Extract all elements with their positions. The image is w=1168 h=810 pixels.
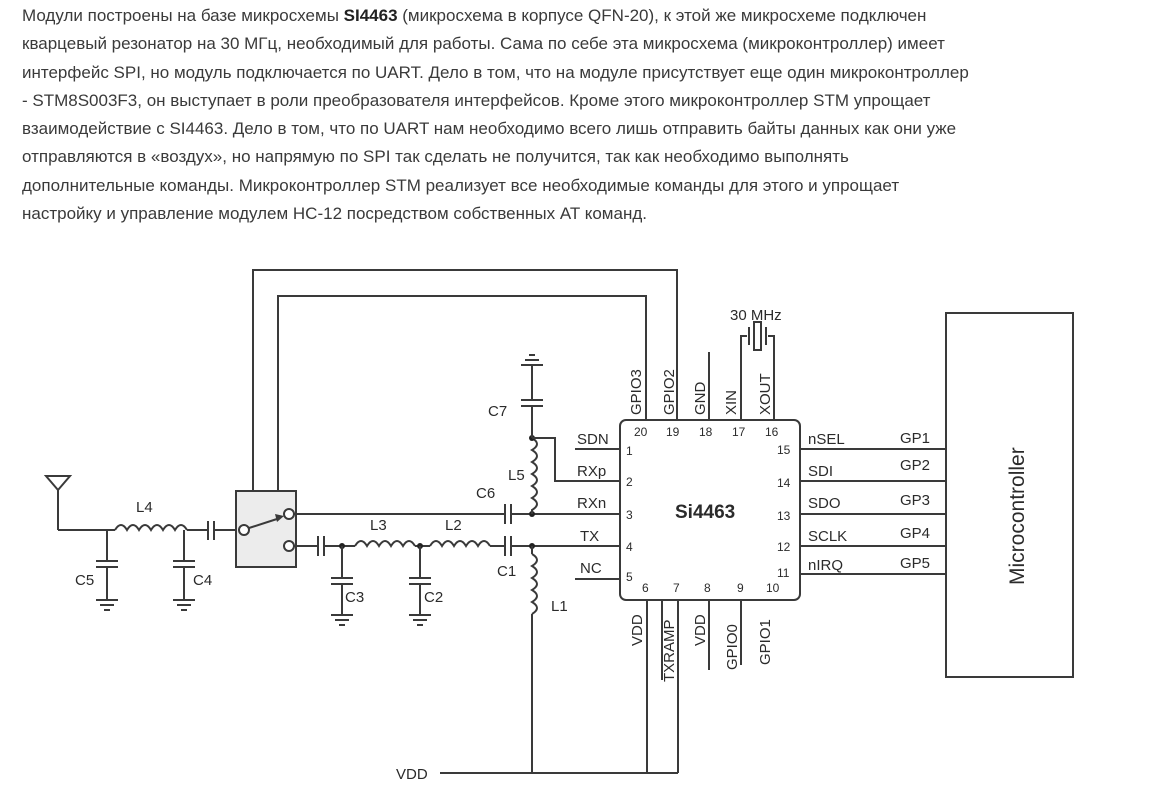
inductor-L5 xyxy=(530,437,538,514)
article-line: - STM8S003F3, он выступает в роли преобр… xyxy=(22,90,931,110)
pin-gpio2: GPIO2 xyxy=(661,369,678,415)
pin-nirq: nIRQ xyxy=(808,557,843,574)
ground-icon xyxy=(409,614,431,626)
mcu-gp4: GP4 xyxy=(900,525,930,542)
article-line: дополнительные команды. Микроконтроллер … xyxy=(22,175,900,195)
capacitor-C5 xyxy=(96,530,118,600)
pin-num: 3 xyxy=(626,508,633,522)
chip-name-bold: SI4463 xyxy=(343,6,398,25)
capacitor-C2 xyxy=(409,546,431,615)
crystal-icon xyxy=(748,321,767,351)
chip-name: Si4463 xyxy=(675,502,735,523)
pin-num: 11 xyxy=(777,566,790,580)
article-line: взаимодействие с SI4463. Дело в том, что… xyxy=(22,119,957,139)
pin-num: 4 xyxy=(626,540,633,554)
capacitor-C7 xyxy=(521,399,543,407)
pin-sclk: SCLK xyxy=(808,528,847,545)
label-L3: L3 xyxy=(370,517,387,534)
article-line: настройку и управление модулем HC-12 пос… xyxy=(22,204,647,224)
pin-num: 6 xyxy=(642,581,649,595)
mcu-gp2: GP2 xyxy=(900,457,930,474)
pin-gpio1: GPIO1 xyxy=(757,619,774,665)
article-line: кварцевый резонатор на 30 МГц, необходим… xyxy=(22,34,945,54)
wire-gpio3 xyxy=(277,295,647,491)
mcu-gp1: GP1 xyxy=(900,430,930,447)
pin-num: 18 xyxy=(699,425,713,439)
label-L2: L2 xyxy=(445,517,462,534)
pin-num: 8 xyxy=(704,581,711,595)
pin-num: 7 xyxy=(673,581,680,595)
pin-tx: TX xyxy=(580,528,599,545)
pin-sdi: SDI xyxy=(808,463,833,480)
pin-vdd-6: VDD xyxy=(629,614,646,646)
label-L4: L4 xyxy=(136,499,153,516)
label-C4: C4 xyxy=(193,572,212,589)
label-L5: L5 xyxy=(508,467,525,484)
inductor-L1 xyxy=(530,553,538,615)
label-C2: C2 xyxy=(424,589,443,606)
article-line: отправляются в «воздух», но напрямую по … xyxy=(22,147,849,167)
pin-vdd-8: VDD xyxy=(692,614,709,646)
pin-num: 10 xyxy=(766,581,780,595)
capacitor-C6 xyxy=(504,504,512,524)
label-C6: C6 xyxy=(476,485,495,502)
wire-gpio2 xyxy=(252,269,678,491)
pin-num: 14 xyxy=(777,476,791,490)
pin-xin: XIN xyxy=(723,390,740,415)
article-text: Модули построены на базе микросхемы SI44… xyxy=(22,2,1162,228)
label-L1: L1 xyxy=(551,598,568,615)
pin-num: 17 xyxy=(732,425,746,439)
label-C5: C5 xyxy=(75,572,94,589)
pin-nsel: nSEL xyxy=(808,431,845,448)
crystal-label: 30 MHz xyxy=(730,307,782,324)
pin-xout: XOUT xyxy=(757,373,774,415)
ground-icon xyxy=(173,599,195,611)
mcu-gp5: GP5 xyxy=(900,555,930,572)
pin-rxn: RXn xyxy=(577,495,606,512)
pin-sdn: SDN xyxy=(577,431,609,448)
pin-num: 19 xyxy=(666,425,680,439)
antenna-icon xyxy=(43,475,73,530)
pin-num: 1 xyxy=(626,444,633,458)
label-C3: C3 xyxy=(345,589,364,606)
article-line: интерфейс SPI, но модуль подключается по… xyxy=(22,62,969,82)
pin-num: 9 xyxy=(737,581,744,595)
pin-gpio0: GPIO0 xyxy=(724,624,741,670)
pin-num: 12 xyxy=(777,540,791,554)
switch-arm xyxy=(248,517,281,529)
article-line: Модули построены на базе микросхемы SI44… xyxy=(22,6,927,25)
ground-icon xyxy=(96,599,118,611)
microcontroller-block xyxy=(945,312,1074,678)
pin-gnd: GND xyxy=(692,382,709,416)
inductor-L2 xyxy=(429,540,491,548)
pin-num: 2 xyxy=(626,475,633,489)
pin-nc: NC xyxy=(580,560,602,577)
pin-num: 15 xyxy=(777,443,791,457)
pin-txramp: TXRAMP xyxy=(661,619,678,682)
pin-num: 13 xyxy=(777,509,791,523)
vdd-label: VDD xyxy=(396,766,428,783)
mcu-gp3: GP3 xyxy=(900,492,930,509)
chip-si4463 xyxy=(619,419,801,601)
inductor-L3 xyxy=(354,540,416,548)
pin-sdo: SDO xyxy=(808,495,841,512)
pin-num: 16 xyxy=(765,425,779,439)
mcu-label: Microcontroller xyxy=(1006,447,1029,585)
inductor-L4 xyxy=(114,524,188,532)
pin-rxp: RXp xyxy=(577,463,606,480)
capacitor-C1 xyxy=(504,536,512,556)
label-C7: C7 xyxy=(488,403,507,420)
pin-num: 5 xyxy=(626,570,633,584)
capacitor-series-2 xyxy=(317,536,325,556)
pin-gpio3: GPIO3 xyxy=(628,369,645,415)
label-C1: C1 xyxy=(497,563,516,580)
ground-icon xyxy=(521,354,543,366)
ground-icon xyxy=(331,614,353,626)
capacitor-C3 xyxy=(331,546,353,615)
capacitor-C4 xyxy=(173,530,195,600)
pin-num: 20 xyxy=(634,425,648,439)
